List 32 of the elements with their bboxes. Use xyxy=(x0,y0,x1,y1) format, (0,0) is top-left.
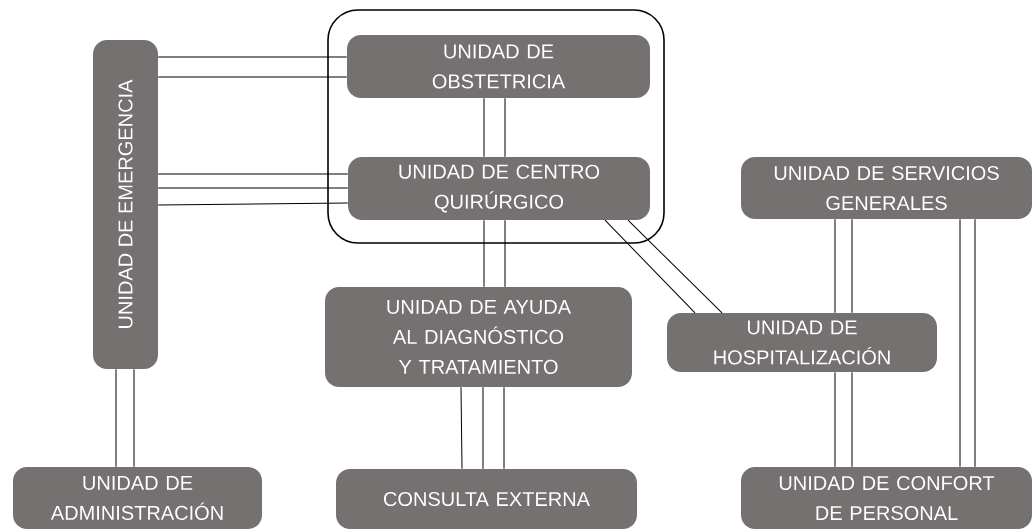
connector-line xyxy=(157,173,349,175)
unit-box: CONSULTA EXTERNA xyxy=(336,469,637,529)
connector-line xyxy=(627,219,723,314)
connector-line xyxy=(115,368,117,468)
connector-line xyxy=(834,371,836,468)
connector-line xyxy=(959,218,961,468)
connector-line xyxy=(482,386,484,470)
unit-box: UNIDAD DE ADMINISTRACIÓN xyxy=(13,467,262,529)
connector-line xyxy=(974,218,976,468)
connector-line xyxy=(157,187,349,189)
connector-line xyxy=(604,219,696,314)
connector-line xyxy=(157,76,348,78)
connector-line xyxy=(157,202,349,206)
unit-box: UNIDAD DE EMERGENCIA xyxy=(93,40,158,369)
unit-box: UNIDAD DE CENTRO QUIRÚRGICO xyxy=(348,157,650,220)
unit-box: UNIDAD DE SERVICIOS GENERALES xyxy=(741,157,1032,219)
connector-line xyxy=(460,386,463,470)
unit-box: UNIDAD DE AYUDA AL DIAGNÓSTICO Y TRATAMIENTO xyxy=(325,287,632,387)
connector-line xyxy=(503,386,505,470)
unit-box: UNIDAD DE HOSPITALIZACIÓN xyxy=(667,313,937,372)
connector-line xyxy=(483,219,485,288)
connector-line xyxy=(851,218,853,314)
unit-box: UNIDAD DE CONFORT DE PERSONAL xyxy=(741,467,1032,529)
connector-line xyxy=(851,371,853,468)
connector-line xyxy=(504,219,506,288)
connector-line xyxy=(133,368,135,468)
group-frame xyxy=(327,9,665,244)
connector-line xyxy=(483,97,485,158)
connector-line xyxy=(834,218,836,314)
unit-box: UNIDAD DE OBSTETRICIA xyxy=(347,35,650,98)
connector-line xyxy=(504,97,506,158)
connector-line xyxy=(157,56,348,58)
